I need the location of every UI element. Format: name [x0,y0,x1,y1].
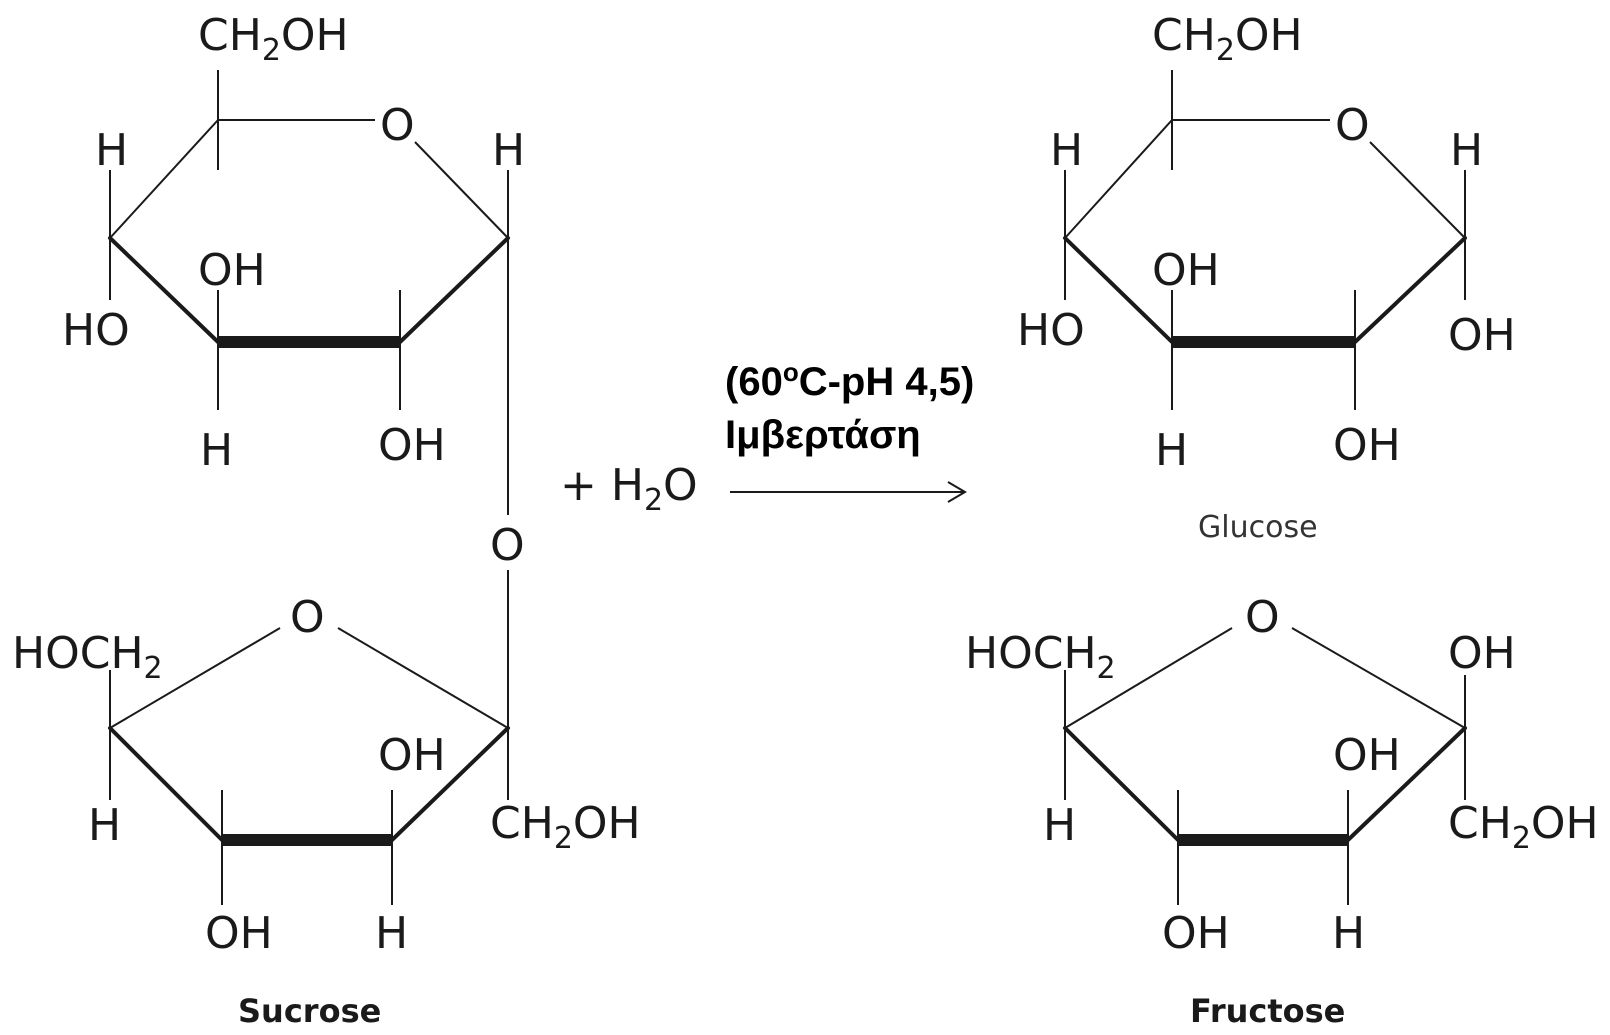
reaction-arrow-group: + H2O (60oC-pH 4,5) Ιμβερτάση [560,357,974,518]
atom-label: CH2OH [198,10,349,68]
sucrose-fructose-ring: HOCH2 O OH H CH2OH OH H [12,592,641,959]
atom-label: OH [1152,245,1220,296]
atom-label: OH [1162,908,1230,959]
atom-label: H [1050,125,1083,176]
ring-bond [1353,236,1467,344]
atom-label: HO [62,305,130,356]
ring-bond [1369,141,1466,239]
fructose-label: Fructose [1190,992,1345,1030]
water-label: + H2O [560,460,698,518]
enzyme-label: Ιμβερτάση [725,413,921,457]
atom-label: H [1332,908,1365,959]
atom-label: OH [1333,420,1401,471]
reaction-conditions: (60oC-pH 4,5) [725,357,974,404]
ring-bond [1064,627,1233,729]
ring-bond [108,236,220,344]
atom-label: OH [198,245,266,296]
atom-label: CH2OH [1448,798,1599,856]
atom-label: H [1043,800,1076,851]
fructose-ring: HOCH2 O OH OH H CH2OH OH H [965,592,1599,959]
ring-oxygen-label: O [1335,100,1370,151]
atom-label: H [200,425,233,476]
atom-label: H [1155,425,1188,476]
ring-bond [390,726,510,842]
ring-bond [109,627,281,729]
sucrose-label: Sucrose [238,992,381,1030]
ring-oxygen-label: O [1245,592,1280,643]
arrow-head-icon [947,481,967,503]
atom-label: OH [205,908,273,959]
atom-label: OH [1448,628,1516,679]
atom-label: H [1450,125,1483,176]
atom-label: CH2OH [490,798,641,856]
glycosidic-oxygen-label: O [490,520,525,571]
atom-label: H [375,908,408,959]
atom-label: OH [378,730,446,781]
atom-label: OH [1333,730,1401,781]
ring-oxygen-label: O [290,592,325,643]
ring-bond [1063,726,1180,842]
ring-bond [109,119,219,239]
ring-bond [108,726,224,842]
ring-bond [398,236,510,344]
glucose-label: Glucose [1198,510,1318,545]
ring-bond [1064,119,1173,239]
atom-label: HO [1017,305,1085,356]
sucrose-glucose-ring: CH2OH H O H OH HO H OH O [62,10,525,728]
ring-bond [1291,627,1466,729]
glucose-ring: CH2OH H O H OH HO OH H OH [1017,10,1516,476]
ring-bond [337,627,509,729]
atom-label: HOCH2 [12,628,163,686]
atom-label: OH [378,420,446,471]
atom-label: HOCH2 [965,628,1116,686]
atom-label: CH2OH [1152,10,1303,68]
ring-bond [1346,726,1467,842]
atom-label: H [492,125,525,176]
atom-label: OH [1448,310,1516,361]
ring-bond [414,141,509,239]
atom-label: H [95,125,128,176]
ring-bond [1063,236,1174,344]
atom-label: H [88,800,121,851]
ring-oxygen-label: O [380,100,415,151]
